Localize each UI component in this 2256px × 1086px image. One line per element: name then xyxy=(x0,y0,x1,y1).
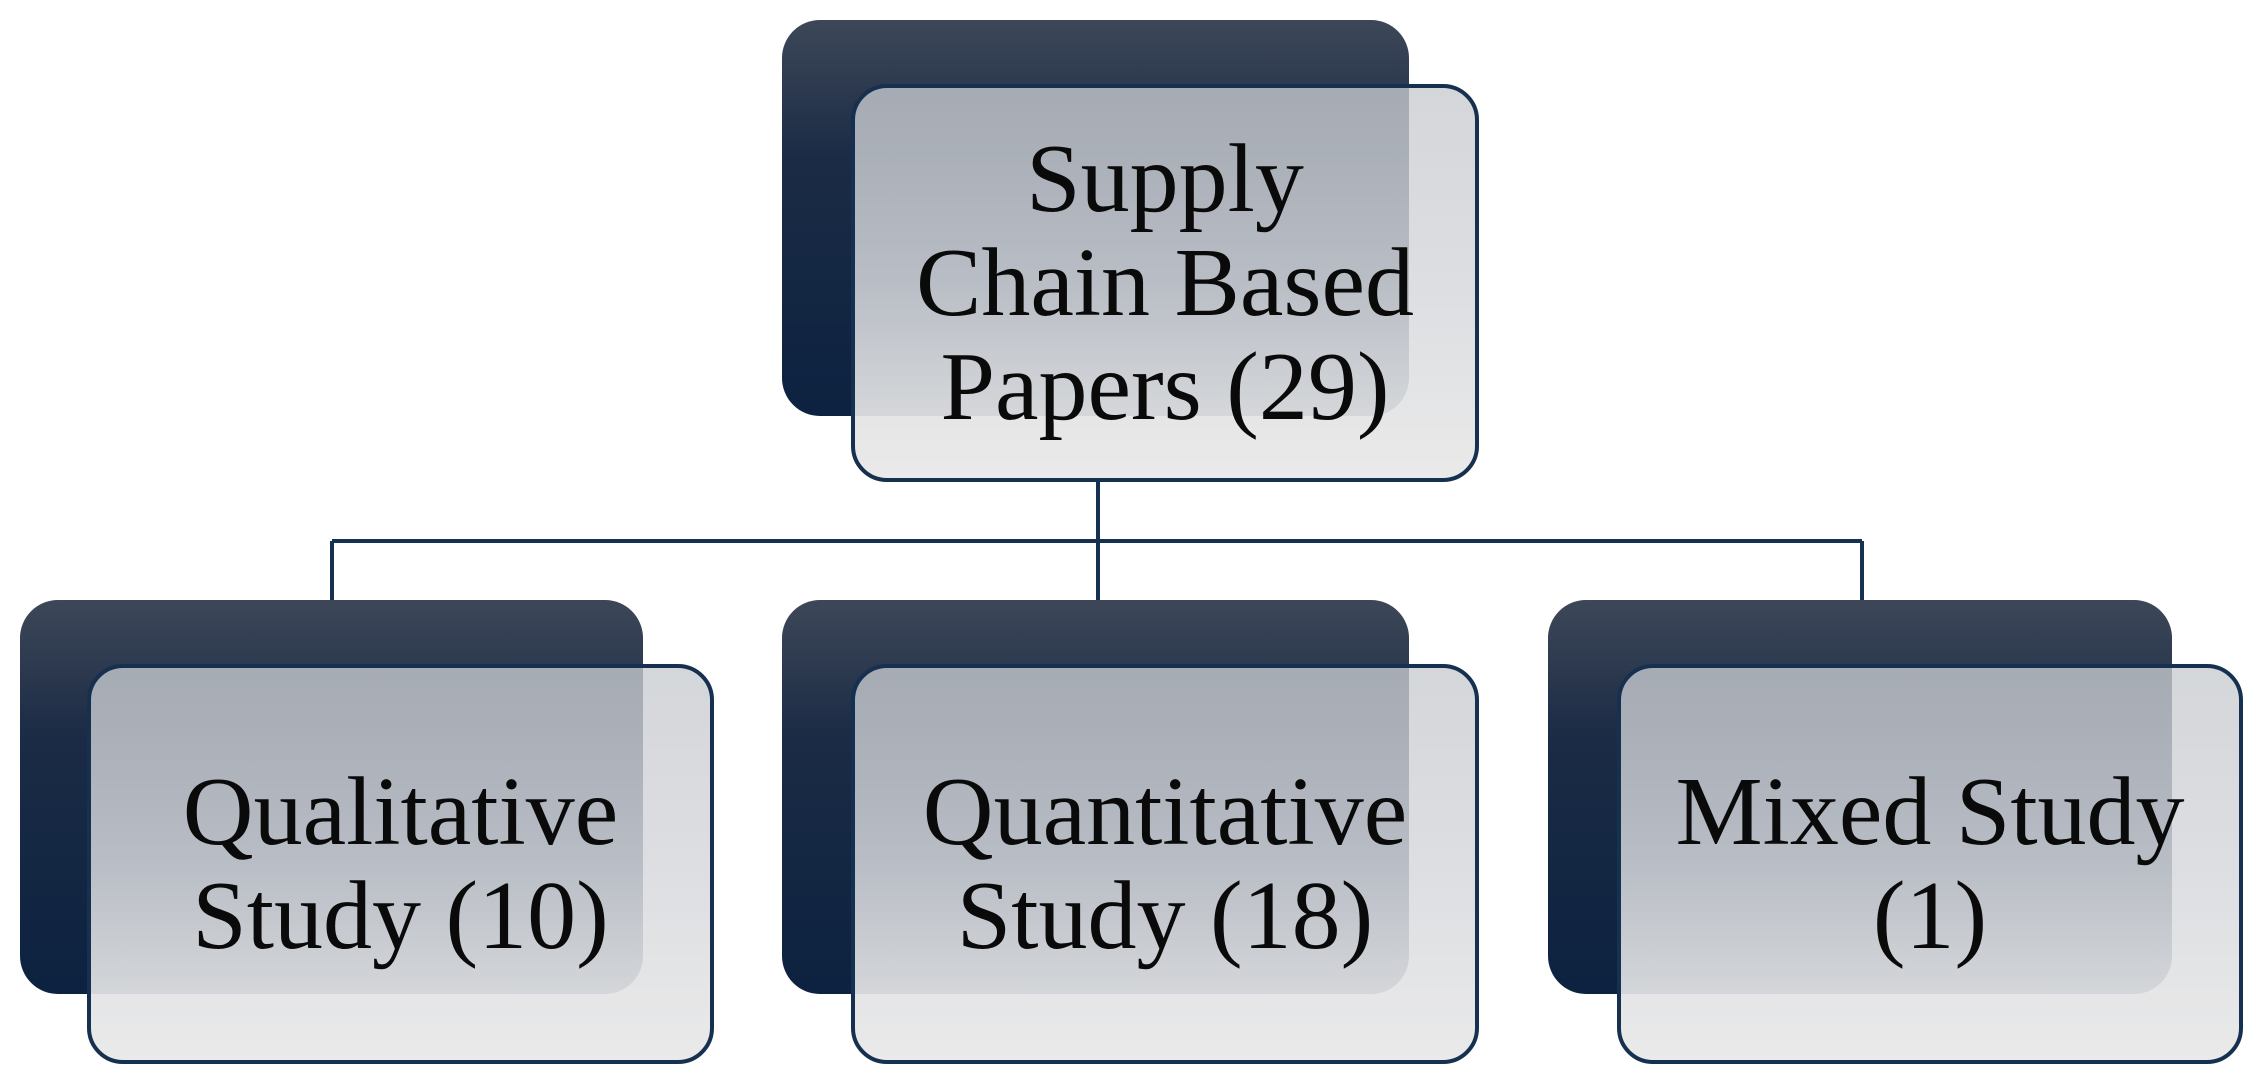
root-node: Supply Chain Based Papers (29) xyxy=(851,84,1479,482)
child-node-quantitative: Quantitative Study (18) xyxy=(851,664,1479,1064)
child-node-mixed-label: Mixed Study (1) xyxy=(1675,758,2185,970)
child-node-mixed: Mixed Study (1) xyxy=(1617,664,2243,1064)
child-node-quantitative-label: Quantitative Study (18) xyxy=(922,758,1408,970)
root-node-label: Supply Chain Based Papers (29) xyxy=(915,125,1415,441)
child-node-qualitative-label: Qualitative Study (10) xyxy=(182,758,619,970)
child-node-qualitative: Qualitative Study (10) xyxy=(87,664,714,1064)
